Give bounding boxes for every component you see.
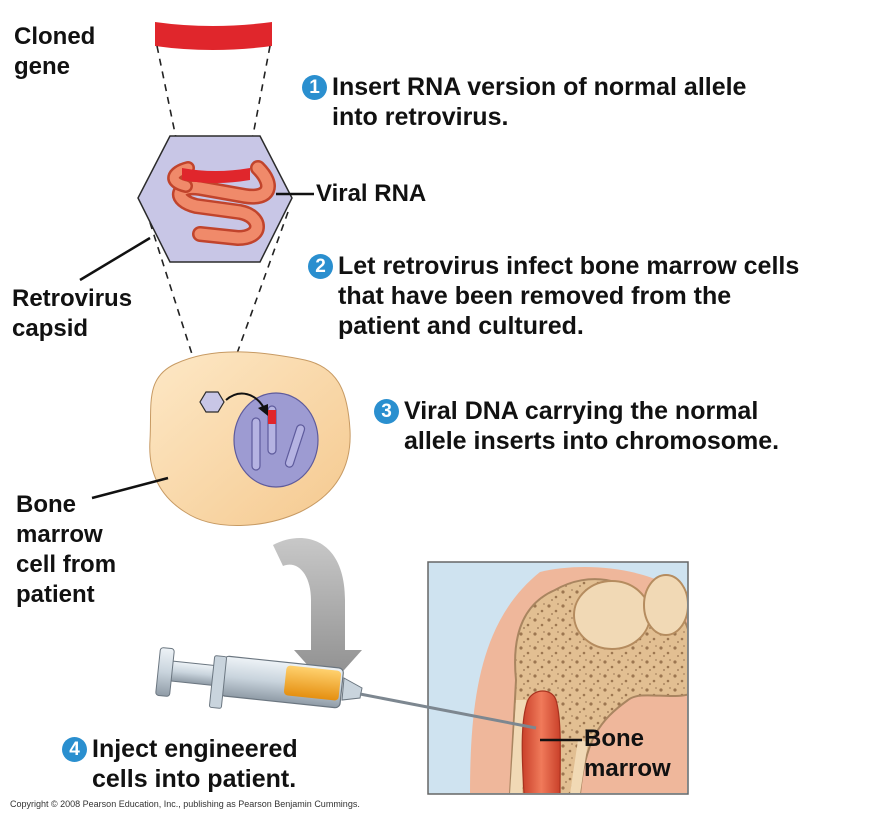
step-4-text: Inject engineered cells into patient. [92,734,298,794]
inserted-gene-segment [182,168,250,183]
marrow-cavity [521,690,561,793]
step-3-text: Viral DNA carrying the normal allele ins… [404,396,779,456]
viral-rna-label: Viral RNA [316,179,426,209]
step-1-badge: 1 [302,75,327,100]
small-capsid [199,391,225,413]
step-3-line-2: allele inserts into chromosome. [404,427,780,455]
retrovirus-capsid-label-line-1: Retrovirus [12,285,133,312]
cell-pointer [91,476,169,500]
cloned-gene-label-line-2: gene [14,53,71,80]
step-2-text: Let retrovirus infect bone marrow cells … [338,251,799,341]
cloned-gene-label: Cloned gene [14,22,95,82]
retrovirus-capsid-label-line-2: capsid [12,315,89,342]
bone-marrow-label-line-2: marrow [584,755,671,782]
step-3-badge: 3 [374,399,399,424]
chromosome [251,417,261,471]
capsid-pointer [79,236,151,282]
step-1-line-2: into retrovirus. [332,103,509,131]
bone-marrow-cell-label-line-3: cell from [16,551,117,578]
copyright-notice: Copyright © 2008 Pearson Education, Inc.… [10,799,360,809]
syringe [155,647,537,730]
inserted-gene-in-chromosome [268,410,276,424]
step-3-line-1: Viral DNA carrying the normal [404,397,759,425]
step-4-line-1: Inject engineered [92,735,298,763]
bone-marrow-cell-label-line-4: patient [16,581,95,608]
transfer-arrow [273,537,362,688]
step-4-badge: 4 [62,737,87,762]
insertion-arrow [225,392,265,409]
step-2-badge: 2 [308,254,333,279]
step-1-text: Insert RNA version of normal allele into… [332,72,746,132]
step-2-line-2: that have been removed from the [338,282,732,310]
cloned-gene-label-line-1: Cloned [14,23,96,50]
viral-rna-coil-inner [174,162,274,244]
bone-marrow-cell-label: Bone marrow cell from patient [16,490,116,610]
cloned-gene-ribbon [155,22,272,50]
bone-illustration-panel [427,561,689,795]
insertion-arrowhead [258,404,268,416]
retrovirus-capsid-label: Retrovirus capsid [12,284,132,344]
bone-marrow-cell-label-line-1: Bone [16,491,76,518]
chromosome [284,424,306,468]
viral-rna-label-text: Viral RNA [316,180,427,207]
step-1-line-1: Insert RNA version of normal allele [332,73,747,101]
bone-marrow-cell-label-line-2: marrow [16,521,103,548]
step-2-line-3: patient and cultured. [338,312,584,340]
bone-marrow-label-line-1: Bone [584,725,644,752]
bone-marrow-label: Bone marrow [584,724,671,784]
step-2-line-1: Let retrovirus infect bone marrow cells [338,252,800,280]
step-4-line-2: cells into patient. [92,765,297,793]
